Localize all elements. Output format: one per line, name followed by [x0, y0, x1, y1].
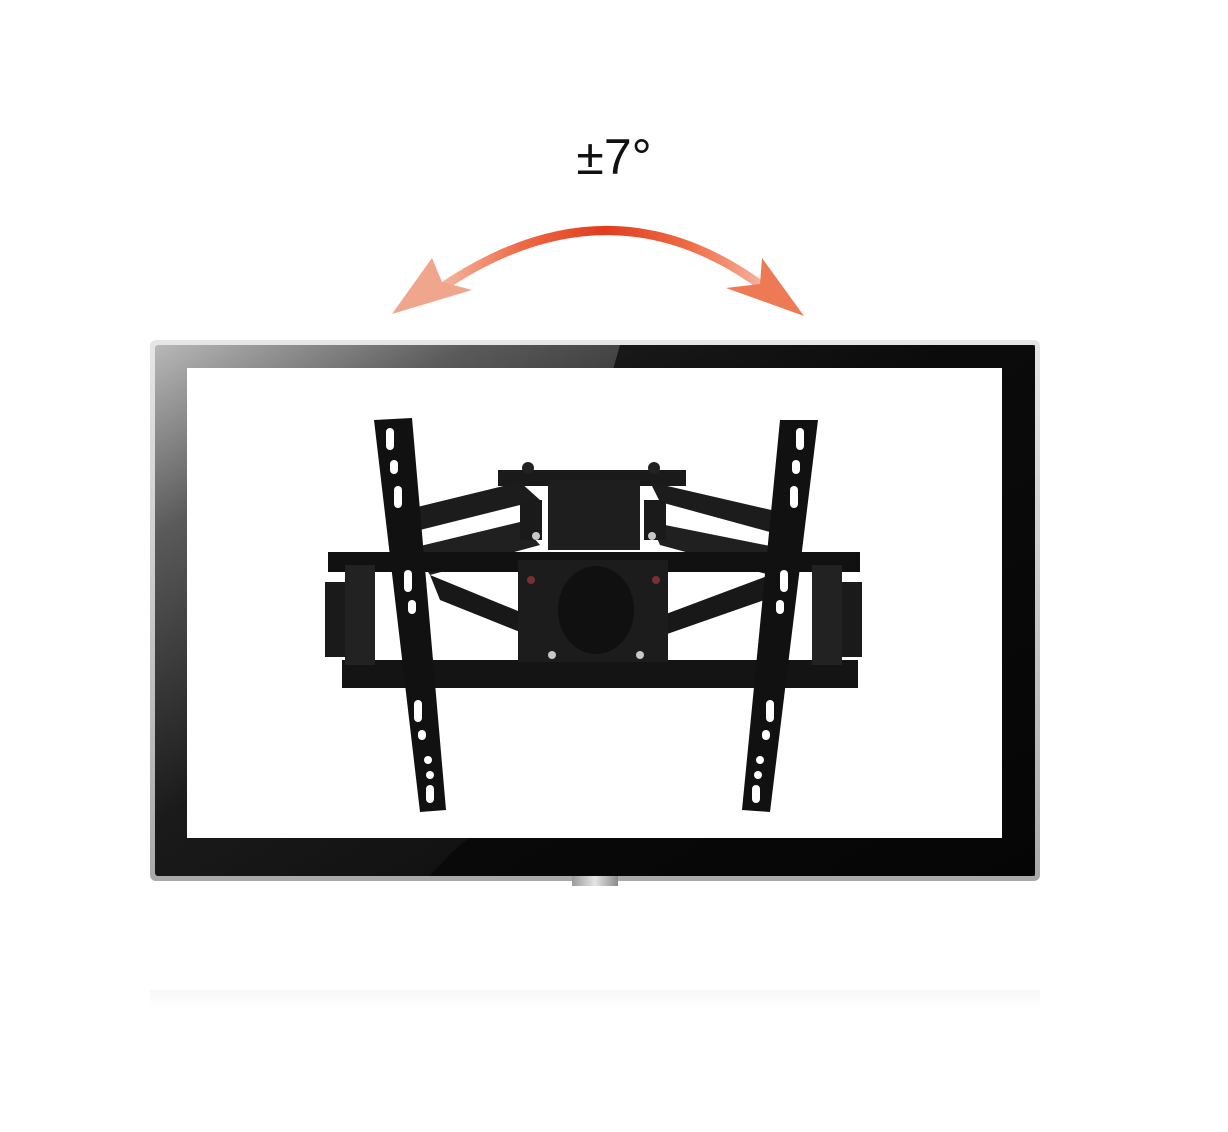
curved-double-arrow-icon: [392, 226, 804, 316]
full-motion-wall-mount-bracket-icon: [325, 418, 862, 812]
left-bracket-slots: [386, 428, 434, 803]
tilt-angle-label: ±7°: [576, 129, 652, 185]
right-bracket-slots: [752, 428, 804, 803]
